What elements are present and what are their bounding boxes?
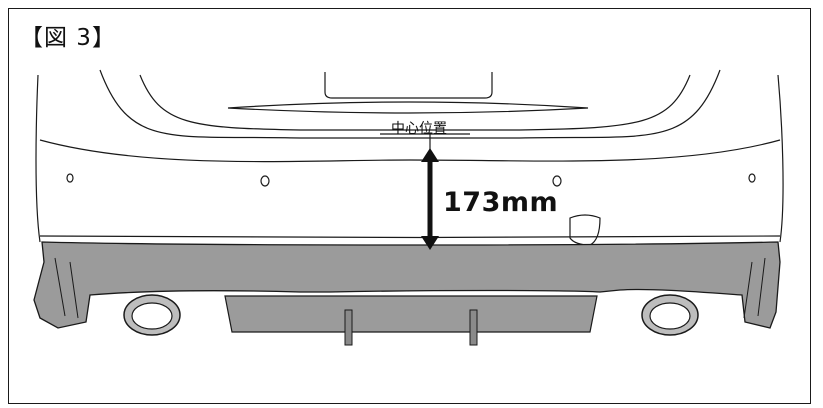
measurement-value: 173mm [443, 187, 559, 218]
sensor-icon [260, 175, 270, 187]
center-marker [380, 133, 470, 150]
parking-sensors [66, 173, 756, 187]
center-position-label: 中心位置 [391, 121, 447, 137]
sensor-icon [552, 175, 562, 187]
rear-diffuser [33, 241, 781, 346]
exhaust-tips [123, 294, 699, 336]
figure-frame [8, 8, 811, 404]
sensor-icon [66, 173, 74, 183]
sensor-icon [748, 173, 756, 183]
measurement-arrow-icon [421, 148, 439, 250]
figure-label: 【図 3】 [20, 25, 116, 51]
car-body-outline [35, 69, 784, 246]
